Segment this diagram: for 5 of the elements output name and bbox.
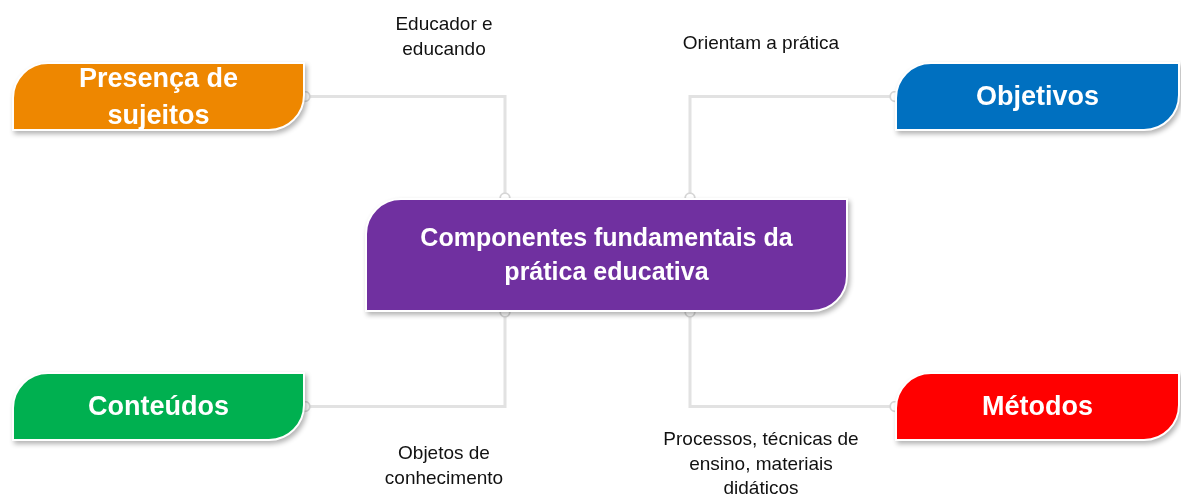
rounded-label-box: Objetivos	[895, 62, 1180, 131]
rounded-label-box: Presença de sujeitos	[12, 62, 305, 131]
rounded-label-box: Métodos	[895, 372, 1180, 441]
rounded-label-box: Conteúdos	[12, 372, 305, 441]
rounded-label-box: Componentes fundamentais da prática educativa	[365, 198, 848, 312]
